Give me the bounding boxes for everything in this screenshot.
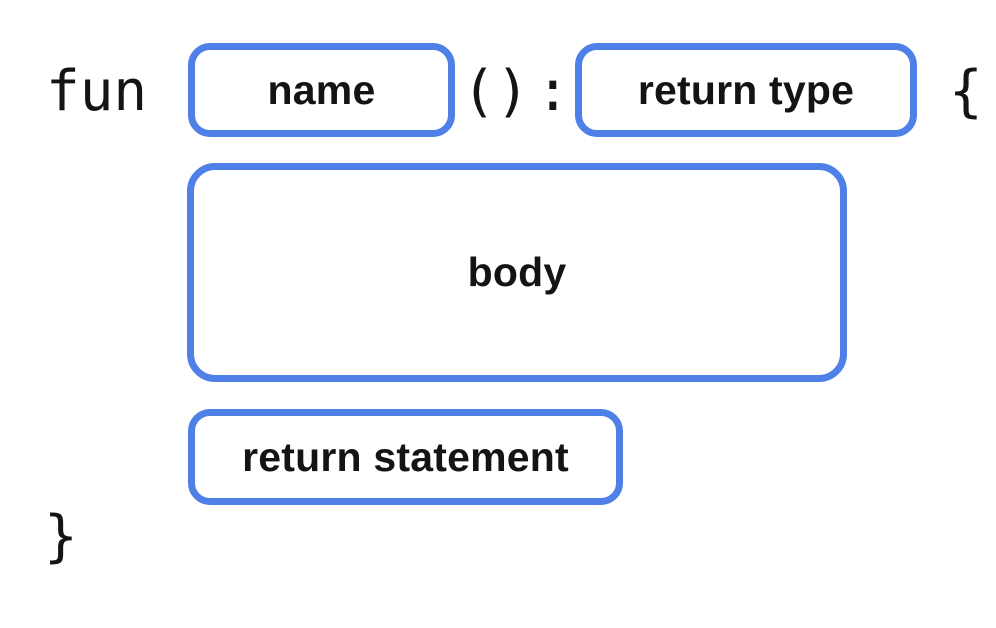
body-placeholder-label: body: [467, 249, 567, 295]
body-placeholder-box: body: [187, 163, 847, 382]
colon-token: :: [536, 59, 570, 124]
name-placeholder-label: name: [267, 66, 376, 113]
open-brace-token: {: [949, 59, 983, 124]
fun-keyword-token: fun: [46, 59, 148, 124]
return-type-placeholder-label: return type: [637, 66, 855, 113]
return-type-placeholder-box: return type: [575, 43, 917, 137]
parentheses-token: (): [462, 59, 530, 124]
name-placeholder-box: name: [188, 43, 455, 137]
return-statement-placeholder-label: return statement: [242, 433, 569, 480]
close-brace-token: }: [44, 504, 78, 569]
return-statement-placeholder-box: return statement: [188, 409, 623, 505]
